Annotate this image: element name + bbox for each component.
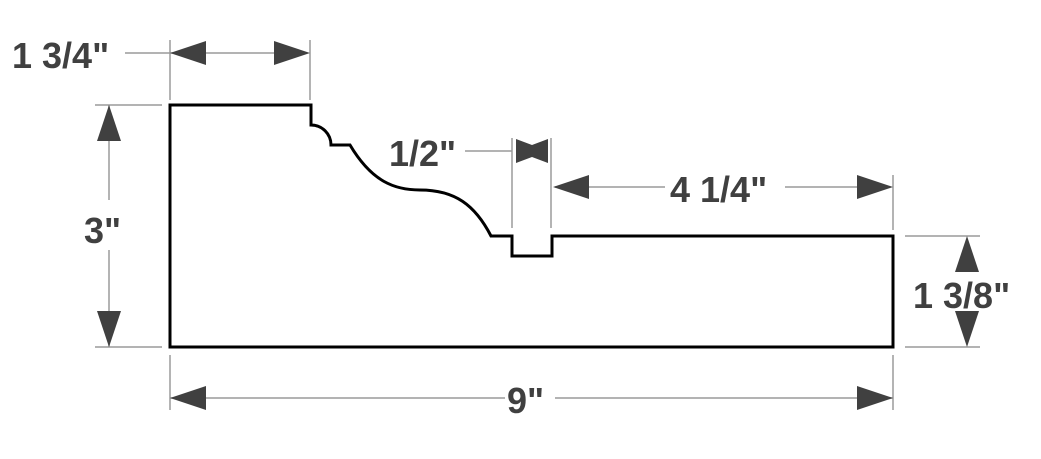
arrowhead-left-icon xyxy=(170,386,206,410)
label-total-width: 9" xyxy=(507,380,544,421)
arrowhead-down-icon xyxy=(955,311,979,347)
dimension-total-height: 3" xyxy=(84,104,162,348)
dimension-total-width: 9" xyxy=(169,355,894,421)
arrowhead-right-icon xyxy=(857,175,893,199)
arrowhead-up-icon xyxy=(97,105,121,141)
arrowhead-right-icon xyxy=(516,139,548,163)
label-step-width: 1/2" xyxy=(389,133,456,174)
dimension-flat-width: 4 1/4" xyxy=(553,169,894,230)
arrowhead-left-icon xyxy=(553,175,589,199)
molding-profile-outline xyxy=(168,103,895,349)
arrowhead-left-icon xyxy=(170,41,206,65)
arrowhead-right-icon xyxy=(857,386,893,410)
arrowhead-right-icon xyxy=(274,41,310,65)
dimension-base-height: 1 3/8" xyxy=(905,235,1010,348)
arrowhead-up-icon xyxy=(955,236,979,272)
arrowhead-down-icon xyxy=(97,311,121,347)
dimension-top-width: 1 3/4" xyxy=(12,35,311,100)
label-flat-width: 4 1/4" xyxy=(670,169,767,210)
label-base-height: 1 3/8" xyxy=(913,275,1010,316)
label-top-width: 1 3/4" xyxy=(12,35,109,76)
dimension-step-width: 1/2" xyxy=(389,133,552,228)
label-total-height: 3" xyxy=(84,210,121,251)
